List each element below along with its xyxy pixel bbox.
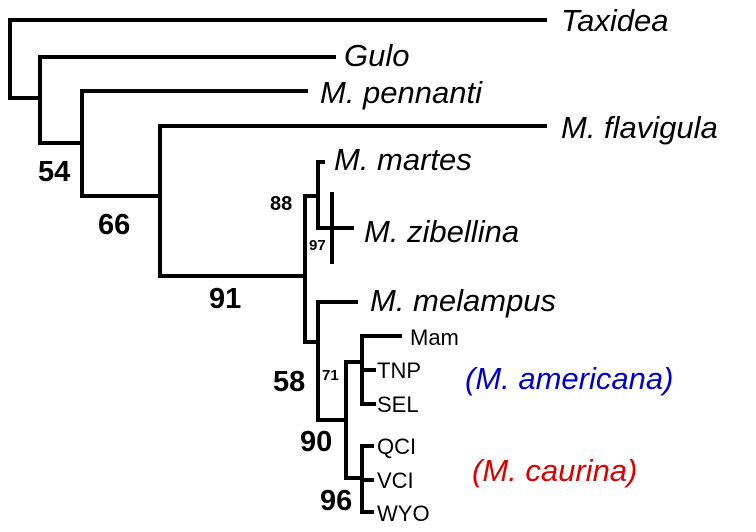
- group-label-caurina: (M. caurina): [472, 453, 637, 488]
- branch-pennanti-node: [80, 89, 308, 198]
- population-mam: Mam: [410, 325, 459, 350]
- branch-melampus-node: [303, 300, 358, 422]
- support-value: 54: [38, 156, 70, 188]
- taxon-gulo: Gulo: [344, 38, 409, 73]
- support-value: 71: [322, 367, 339, 384]
- support-value: 97: [309, 237, 326, 254]
- branch-american-martens: [344, 360, 364, 480]
- taxon-zibellina: M. zibellina: [364, 214, 519, 249]
- branch-martes-zibellina: [316, 160, 334, 230]
- taxon-pennanti: M. pennanti: [320, 75, 483, 110]
- taxon-taxidea: Taxidea: [561, 3, 668, 38]
- support-value: 91: [209, 283, 241, 315]
- population-wyo: WYO: [377, 501, 430, 526]
- branch-caurina: [360, 444, 374, 514]
- group-labels: (M. americana) (M. caurina): [465, 361, 673, 488]
- tree-branches: [8, 18, 547, 514]
- population-qci: QCI: [377, 434, 416, 459]
- support-value: 90: [300, 426, 332, 458]
- branch-gulo-node: [38, 55, 336, 145]
- group-label-americana: (M. americana): [465, 361, 673, 396]
- support-value: 66: [98, 209, 130, 241]
- taxon-labels: Taxidea Gulo M. pennanti M. flavigula M.…: [320, 3, 718, 318]
- branch-flavigula-node: [158, 124, 547, 278]
- branch-zibellina: [330, 192, 354, 264]
- support-value: 88: [270, 193, 292, 215]
- taxon-martes: M. martes: [334, 142, 472, 177]
- branch-martes-group: [303, 194, 320, 344]
- support-value: 96: [320, 485, 352, 517]
- branch-americana: [360, 334, 402, 406]
- taxon-flavigula: M. flavigula: [561, 110, 718, 145]
- population-vci: VCI: [377, 468, 414, 493]
- population-tnp: TNP: [377, 358, 421, 383]
- population-sel: SEL: [377, 392, 419, 417]
- support-value: 58: [273, 366, 305, 398]
- taxon-melampus: M. melampus: [370, 283, 556, 318]
- branch-root: [8, 18, 547, 100]
- support-values: 54 66 91 88 97 58 71 90 96: [38, 156, 352, 517]
- population-labels: Mam TNP SEL QCI VCI WYO: [377, 325, 459, 526]
